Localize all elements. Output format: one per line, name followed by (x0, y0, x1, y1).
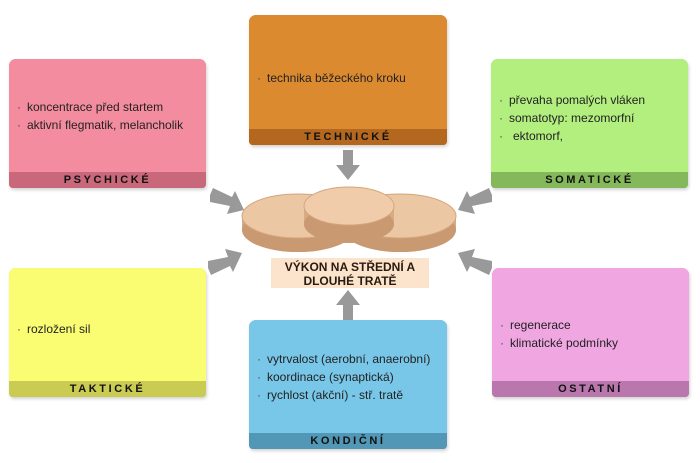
box-takticke: rozložení sil TAKTICKÉ (9, 268, 206, 397)
box-takticke-body: rozložení sil (9, 268, 206, 381)
list-item: rozložení sil (17, 320, 206, 338)
list-item: rychlost (akční) - stř. tratě (257, 386, 447, 404)
box-takticke-list: rozložení sil (17, 320, 206, 338)
box-takticke-title: TAKTICKÉ (9, 381, 206, 397)
center-label: VÝKON NA STŘEDNÍ A DLOUHÉ TRATĚ (271, 258, 429, 288)
arrow-down-left-icon (458, 188, 492, 214)
center-label-line2: DLOUHÉ TRATĚ (303, 274, 397, 288)
box-technicke-title: TECHNICKÉ (249, 129, 447, 145)
box-kondicni: vytrvalost (aerobní, anaerobní) koordina… (249, 320, 447, 449)
box-psychicke: koncentrace před startem aktivní flegmat… (9, 59, 206, 188)
box-ostatni-list: regenerace klimatické podmínky (500, 316, 689, 352)
center-label-line1: VÝKON NA STŘEDNÍ A (284, 260, 416, 274)
list-item: vytrvalost (aerobní, anaerobní) (257, 350, 447, 368)
box-psychicke-body: koncentrace před startem aktivní flegmat… (9, 59, 206, 172)
list-item: koncentrace před startem (17, 98, 206, 116)
arrow-down-right-icon (210, 188, 244, 214)
list-item: klimatické podmínky (500, 334, 689, 352)
box-psychicke-list: koncentrace před startem aktivní flegmat… (17, 98, 206, 134)
box-kondicni-body: vytrvalost (aerobní, anaerobní) koordina… (249, 320, 447, 433)
box-ostatni: regenerace klimatické podmínky OSTATNÍ (492, 268, 689, 397)
list-item: somatotyp: mezomorfní (499, 109, 688, 127)
list-item: převaha pomalých vláken (499, 91, 688, 109)
list-item: aktivní flegmatik, melancholik (17, 116, 206, 134)
box-kondicni-title: KONDIČNÍ (249, 433, 447, 449)
box-somaticke-list: převaha pomalých vláken somatotyp: mezom… (499, 91, 688, 145)
arrow-up-right-icon (208, 249, 242, 275)
list-item: regenerace (500, 316, 689, 334)
arrow-down-icon (336, 150, 360, 180)
box-ostatni-title: OSTATNÍ (492, 381, 689, 397)
list-item: ektomorf, (499, 127, 688, 145)
coins-illustration (241, 186, 457, 252)
box-somaticke-body: převaha pomalých vláken somatotyp: mezom… (491, 59, 688, 172)
arrow-up-left-icon (458, 249, 492, 275)
box-ostatni-body: regenerace klimatické podmínky (492, 268, 689, 381)
arrow-up-icon (336, 290, 360, 320)
coin-top (303, 186, 395, 243)
box-kondicni-list: vytrvalost (aerobní, anaerobní) koordina… (257, 350, 447, 404)
box-technicke-list: technika běžeckého kroku (257, 69, 447, 87)
box-psychicke-title: PSYCHICKÉ (9, 172, 206, 188)
box-technicke-body: technika běžeckého kroku (249, 15, 447, 129)
box-somaticke-title: SOMATICKÉ (491, 172, 688, 188)
list-item: koordinace (synaptická) (257, 368, 447, 386)
box-somaticke: převaha pomalých vláken somatotyp: mezom… (491, 59, 688, 188)
box-technicke: technika běžeckého kroku TECHNICKÉ (249, 15, 447, 145)
list-item: technika běžeckého kroku (257, 69, 447, 87)
